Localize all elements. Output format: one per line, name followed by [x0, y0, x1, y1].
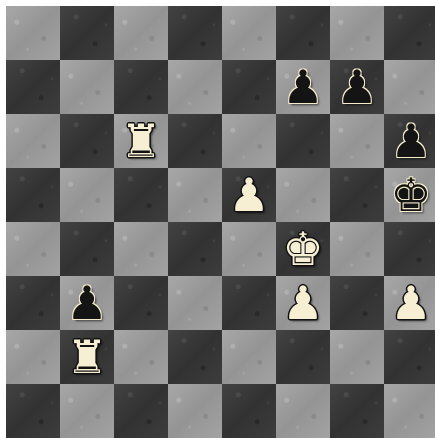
square-g4[interactable]	[330, 222, 384, 276]
square-e1[interactable]	[222, 384, 276, 438]
square-g6[interactable]	[330, 114, 384, 168]
square-d6[interactable]	[168, 114, 222, 168]
square-e4[interactable]	[222, 222, 276, 276]
square-a7[interactable]	[6, 60, 60, 114]
white-pawn-icon[interactable]: ♟	[222, 168, 276, 222]
square-g2[interactable]	[330, 330, 384, 384]
square-c6[interactable]: ♜	[114, 114, 168, 168]
square-a8[interactable]	[6, 6, 60, 60]
square-a3[interactable]	[6, 276, 60, 330]
square-f1[interactable]	[276, 384, 330, 438]
square-e8[interactable]	[222, 6, 276, 60]
white-pawn-icon[interactable]: ♟	[384, 276, 435, 330]
square-a1[interactable]	[6, 384, 60, 438]
square-h5[interactable]: ♚	[384, 168, 435, 222]
square-d4[interactable]	[168, 222, 222, 276]
square-c1[interactable]	[114, 384, 168, 438]
square-e5[interactable]: ♟	[222, 168, 276, 222]
square-e6[interactable]	[222, 114, 276, 168]
square-d3[interactable]	[168, 276, 222, 330]
square-e7[interactable]	[222, 60, 276, 114]
square-e3[interactable]	[222, 276, 276, 330]
square-f7[interactable]: ♟	[276, 60, 330, 114]
square-d5[interactable]	[168, 168, 222, 222]
square-f3[interactable]: ♟	[276, 276, 330, 330]
square-d8[interactable]	[168, 6, 222, 60]
square-g1[interactable]	[330, 384, 384, 438]
square-h7[interactable]	[384, 60, 435, 114]
square-d7[interactable]	[168, 60, 222, 114]
black-pawn-icon[interactable]: ♟	[384, 114, 435, 168]
square-e2[interactable]	[222, 330, 276, 384]
square-b5[interactable]	[60, 168, 114, 222]
square-g8[interactable]	[330, 6, 384, 60]
square-g5[interactable]	[330, 168, 384, 222]
square-c4[interactable]	[114, 222, 168, 276]
square-h1[interactable]	[384, 384, 435, 438]
square-c2[interactable]	[114, 330, 168, 384]
square-h2[interactable]	[384, 330, 435, 384]
white-rook-icon[interactable]: ♜	[114, 114, 168, 168]
square-b7[interactable]	[60, 60, 114, 114]
square-f6[interactable]	[276, 114, 330, 168]
square-g3[interactable]	[330, 276, 384, 330]
square-c5[interactable]	[114, 168, 168, 222]
square-h8[interactable]	[384, 6, 435, 60]
square-b1[interactable]	[60, 384, 114, 438]
black-pawn-icon[interactable]: ♟	[276, 60, 330, 114]
black-pawn-icon[interactable]: ♟	[330, 60, 384, 114]
square-b8[interactable]	[60, 6, 114, 60]
square-a6[interactable]	[6, 114, 60, 168]
square-d2[interactable]	[168, 330, 222, 384]
white-king-icon[interactable]: ♚	[276, 222, 330, 276]
white-pawn-icon[interactable]: ♟	[276, 276, 330, 330]
square-h3[interactable]: ♟	[384, 276, 435, 330]
square-a4[interactable]	[6, 222, 60, 276]
square-c7[interactable]	[114, 60, 168, 114]
white-rook-icon[interactable]: ♜	[60, 330, 114, 384]
square-a5[interactable]	[6, 168, 60, 222]
black-pawn-icon[interactable]: ♟	[60, 276, 114, 330]
square-f2[interactable]	[276, 330, 330, 384]
square-c3[interactable]	[114, 276, 168, 330]
square-f5[interactable]	[276, 168, 330, 222]
square-h4[interactable]	[384, 222, 435, 276]
square-b3[interactable]: ♟	[60, 276, 114, 330]
square-g7[interactable]: ♟	[330, 60, 384, 114]
square-f4[interactable]: ♚	[276, 222, 330, 276]
square-h6[interactable]: ♟	[384, 114, 435, 168]
square-b4[interactable]	[60, 222, 114, 276]
square-a2[interactable]	[6, 330, 60, 384]
black-king-icon[interactable]: ♚	[384, 168, 435, 222]
square-c8[interactable]	[114, 6, 168, 60]
chess-board: ♟♟♜♟♟♚♚♟♟♟♜	[6, 6, 435, 438]
square-f8[interactable]	[276, 6, 330, 60]
square-b6[interactable]	[60, 114, 114, 168]
square-b2[interactable]: ♜	[60, 330, 114, 384]
square-d1[interactable]	[168, 384, 222, 438]
